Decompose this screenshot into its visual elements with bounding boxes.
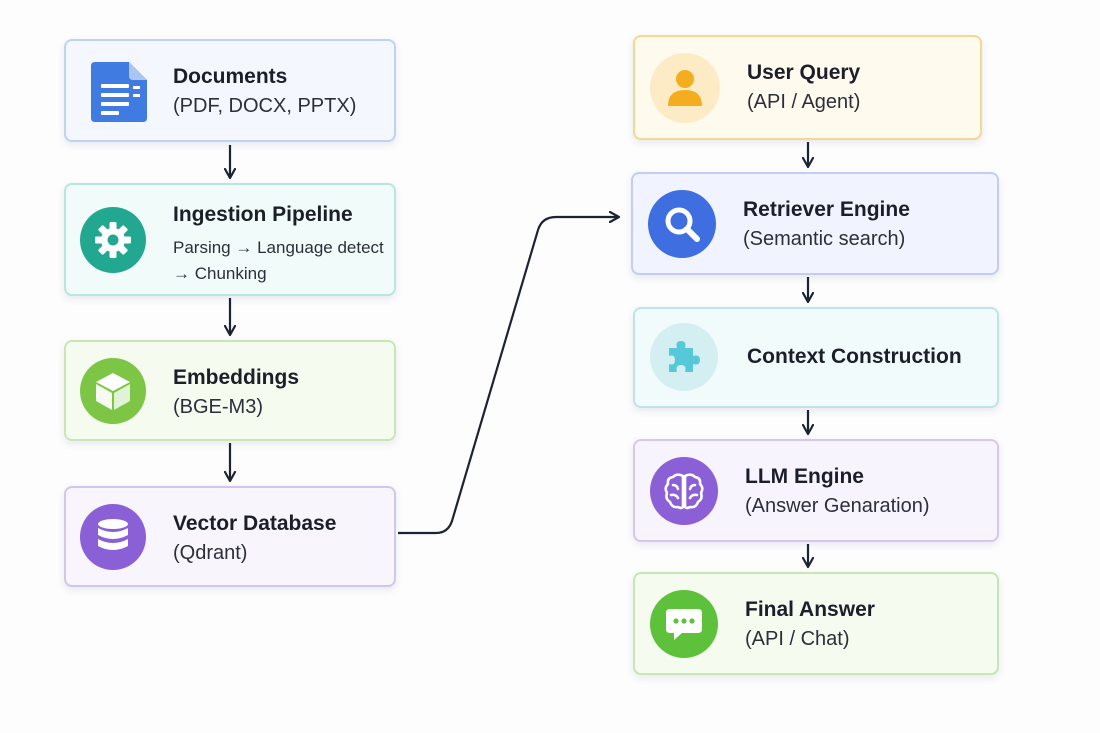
chat-icon <box>650 590 718 658</box>
brain-icon <box>650 457 718 525</box>
arrow-vectordb-retriever <box>398 217 618 535</box>
vector-database-node: Vector Database (Qdrant) <box>64 486 396 587</box>
llm-title: LLM Engine <box>745 465 864 488</box>
vector-database-subtitle: (Qdrant) <box>173 542 248 564</box>
puzzle-icon <box>650 323 718 391</box>
final-answer-title: Final Answer <box>745 598 875 621</box>
final-answer-subtitle: (API / Chat) <box>745 628 850 650</box>
ingestion-title: Ingestion Pipeline <box>173 203 353 226</box>
gear-icon <box>80 207 146 273</box>
embeddings-node: Embeddings (BGE-M3) <box>64 340 396 441</box>
documents-subtitle: (PDF, DOCX, PPTX) <box>173 95 357 117</box>
ingestion-pipeline-node: Ingestion Pipeline Parsing → Language de… <box>64 183 396 296</box>
context-construction-node: Context Construction <box>633 307 999 408</box>
llm-subtitle: (Answer Genaration) <box>745 495 930 517</box>
cube-icon <box>80 358 146 424</box>
llm-engine-node: LLM Engine (Answer Genaration) <box>633 439 999 542</box>
context-title: Context Construction <box>747 345 962 368</box>
final-answer-node: Final Answer (API / Chat) <box>633 572 999 675</box>
vector-database-title: Vector Database <box>173 512 337 535</box>
ingestion-line-2: → Chunking <box>173 264 267 283</box>
documents-title: Documents <box>173 65 288 88</box>
documents-node: Documents (PDF, DOCX, PPTX) <box>64 39 396 142</box>
embeddings-subtitle: (BGE-M3) <box>173 396 263 418</box>
retriever-subtitle: (Semantic search) <box>743 228 906 250</box>
retriever-engine-node: Retriever Engine (Semantic search) <box>631 172 999 275</box>
database-icon <box>80 504 146 570</box>
ingestion-line-1: Parsing → Language detect <box>173 238 384 257</box>
search-icon <box>648 190 716 258</box>
user-query-title: User Query <box>747 61 861 84</box>
embeddings-title: Embeddings <box>173 366 300 389</box>
user-icon <box>650 53 720 123</box>
user-query-node: User Query (API / Agent) <box>633 35 982 140</box>
retriever-title: Retriever Engine <box>743 198 910 221</box>
document-icon <box>86 59 152 125</box>
user-query-subtitle: (API / Agent) <box>747 91 861 113</box>
